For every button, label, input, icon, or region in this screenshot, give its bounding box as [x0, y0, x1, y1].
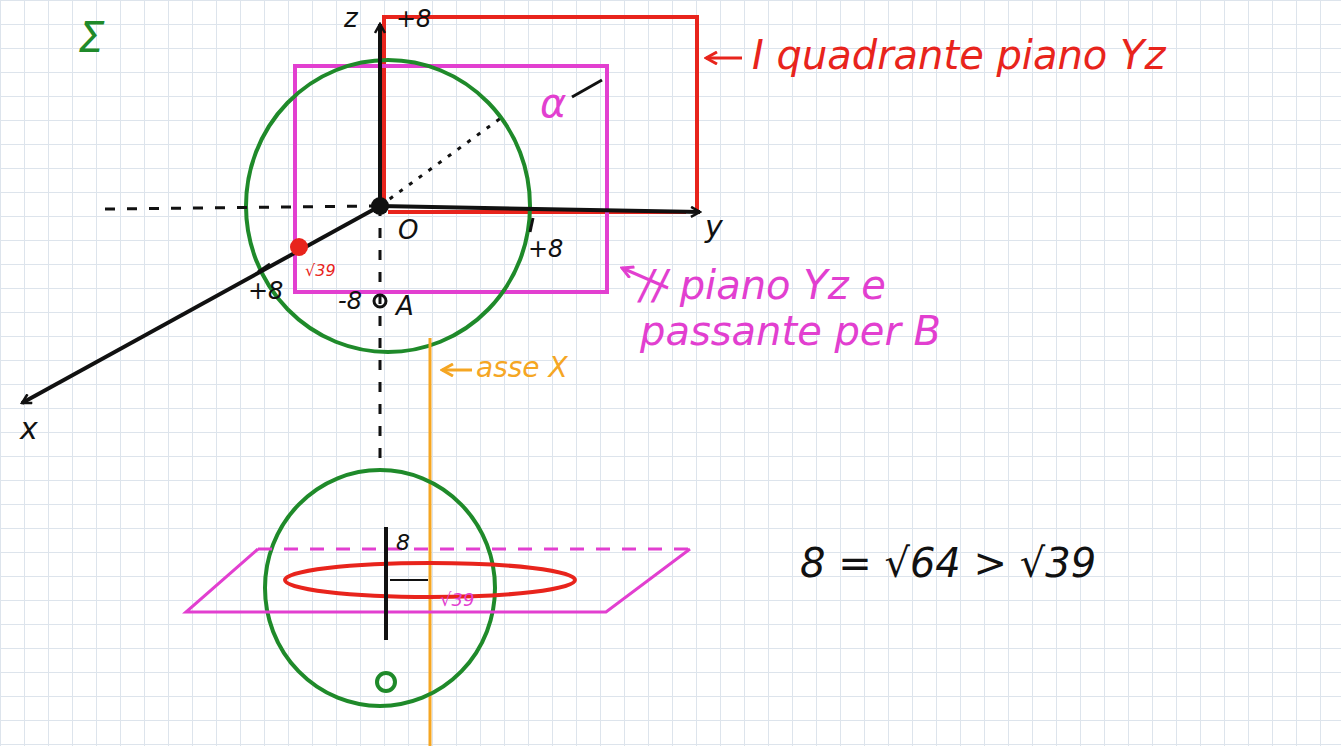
- sphere-name: Σ: [78, 14, 105, 62]
- equation: 8 = √64 > √39: [800, 540, 1096, 586]
- axis-name: x: [20, 412, 38, 447]
- segment-length: 8: [396, 530, 410, 555]
- axis-name: z: [344, 4, 358, 34]
- radius-value: √39: [440, 590, 474, 611]
- axis-tick: +8: [396, 6, 431, 34]
- axis-tick: +8: [528, 236, 563, 264]
- origin-name: O: [398, 216, 418, 246]
- axis-name: asse X: [476, 352, 568, 384]
- point-value: √39: [305, 262, 336, 280]
- axis-tick: +8: [248, 278, 283, 306]
- annotation: // piano Yz e passante per B: [640, 262, 970, 354]
- plane-name: α: [540, 80, 566, 126]
- axis-name: y: [705, 210, 723, 245]
- axis-tick: -8: [338, 288, 362, 316]
- point-name: A: [396, 292, 414, 322]
- annotation: I quadrante piano Yz: [752, 32, 1165, 78]
